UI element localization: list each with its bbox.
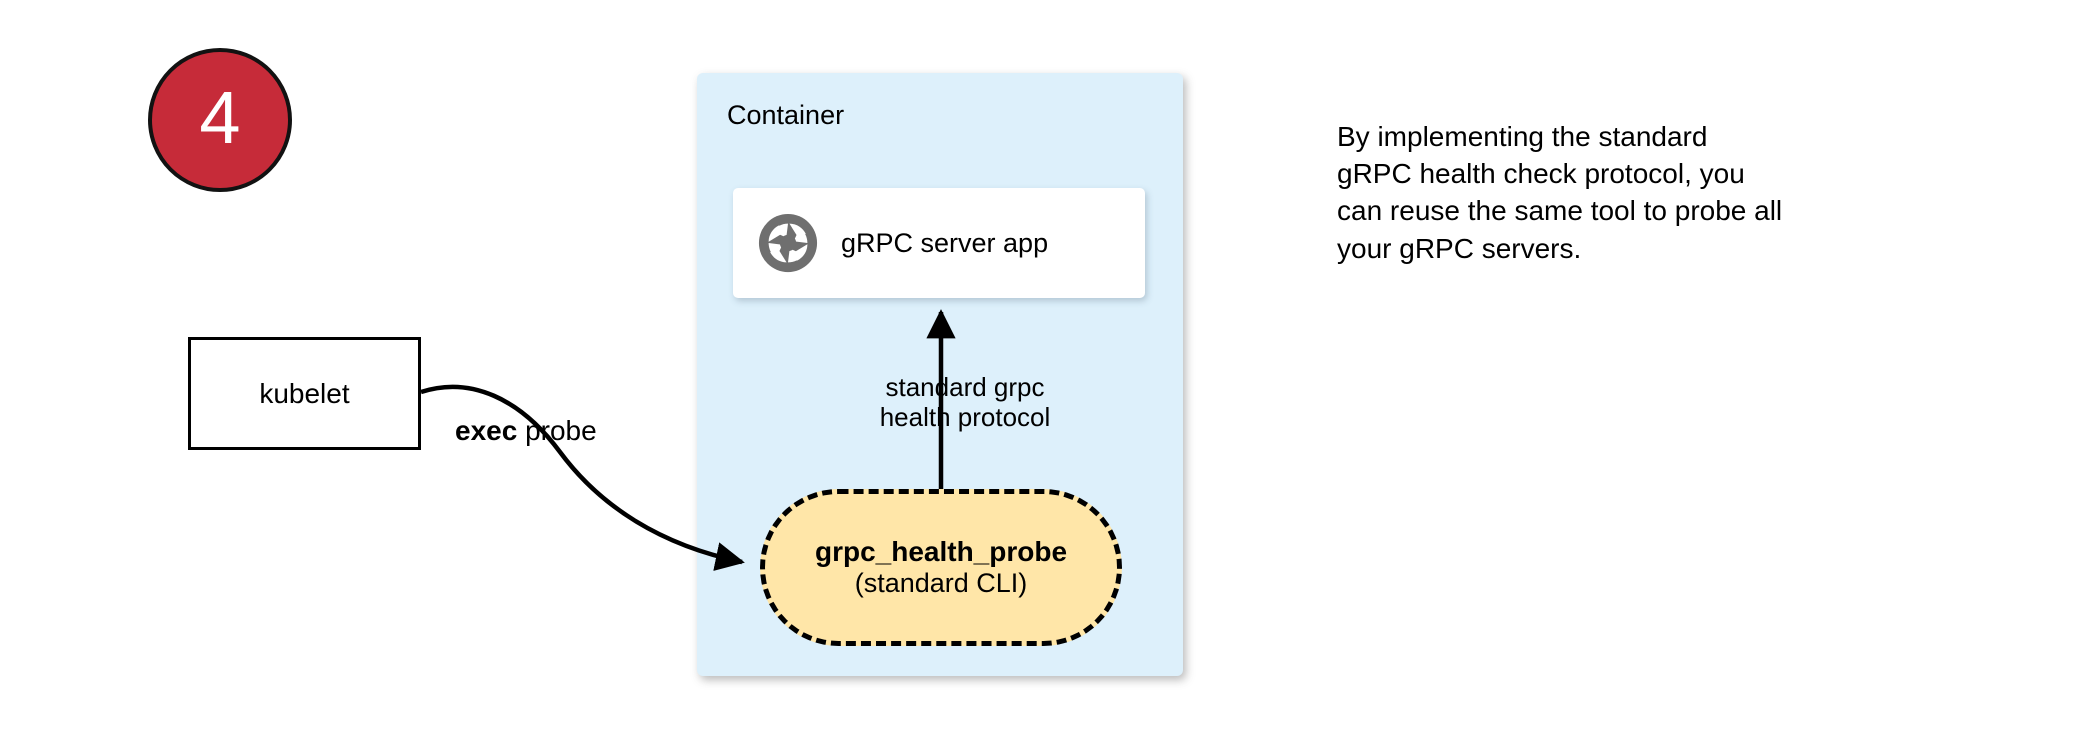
probe-name-label: grpc_health_probe — [814, 536, 1068, 568]
grpc-server-app-card: gRPC server app — [733, 188, 1145, 298]
exec-probe-label: exec probe — [455, 415, 597, 447]
note-line-2: gRPC health check protocol, you — [1337, 158, 1745, 190]
exec-probe-connector — [420, 384, 745, 571]
step-number-badge: 4 — [148, 48, 292, 192]
grpc-health-probe-node: grpc_health_probe (standard CLI) — [760, 489, 1122, 646]
container-title: Container — [727, 100, 845, 130]
note-line-4: your gRPC servers. — [1337, 232, 1582, 264]
explanatory-note: By implementing the standard gRPC health… — [1337, 118, 1937, 267]
note-line-3: can reuse the same tool to probe all — [1337, 195, 1783, 227]
health-protocol-label: standard grpc health protocol — [845, 372, 1085, 432]
health-protocol-line-2: health protocol — [879, 402, 1051, 433]
grpc-aperture-icon — [758, 213, 818, 273]
kubelet-label: kubelet — [259, 377, 350, 409]
kubelet-node: kubelet — [188, 337, 421, 450]
probe-subtitle-label: (standard CLI) — [854, 568, 1028, 599]
health-protocol-line-1: standard grpc — [885, 372, 1045, 402]
exec-keyword: exec — [455, 415, 518, 446]
note-line-1: By implementing the standard — [1337, 121, 1708, 152]
step-number-label: 4 — [199, 76, 241, 159]
probe-word: probe — [517, 415, 597, 446]
grpc-server-app-label: gRPC server app — [841, 227, 1049, 258]
